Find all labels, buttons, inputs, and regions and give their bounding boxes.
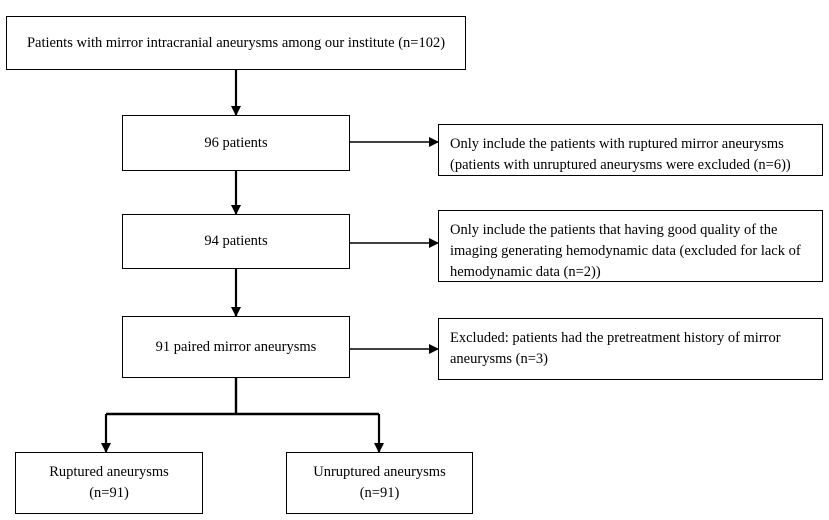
box-ruptured-aneurysms: Ruptured aneurysms (n=91) — [15, 452, 203, 514]
unruptured-count: (n=91) — [359, 485, 400, 501]
ruptured-label: Ruptured aneurysms — [49, 464, 169, 480]
box-initial-patients-text: Patients with mirror intracranial aneury… — [26, 34, 446, 51]
box-94-patients-text: 94 patients — [204, 233, 268, 249]
box-96-patients: 96 patients — [122, 115, 350, 171]
unruptured-label: Unruptured aneurysms — [313, 464, 446, 480]
box-94-patients: 94 patients — [122, 214, 350, 269]
box-exclusion-unruptured-text: Only include the patients with ruptured … — [450, 136, 791, 173]
ruptured-count: (n=91) — [89, 485, 129, 501]
box-91-paired: 91 paired mirror aneurysms — [122, 316, 350, 378]
box-exclusion-pretreatment: Excluded: patients had the pretreatment … — [438, 318, 823, 380]
box-91-paired-text: 91 paired mirror aneurysms — [155, 338, 317, 355]
box-initial-patients: Patients with mirror intracranial aneury… — [6, 16, 466, 70]
box-unruptured-aneurysms: Unruptured aneurysms (n=91) — [286, 452, 473, 514]
box-exclusion-pretreatment-text: Excluded: patients had the pretreatment … — [450, 330, 781, 367]
box-exclusion-hemodynamic: Only include the patients that having go… — [438, 210, 823, 282]
box-exclusion-unruptured: Only include the patients with ruptured … — [438, 124, 823, 176]
box-exclusion-hemodynamic-text: Only include the patients that having go… — [450, 222, 801, 280]
box-96-patients-text: 96 patients — [204, 134, 268, 151]
